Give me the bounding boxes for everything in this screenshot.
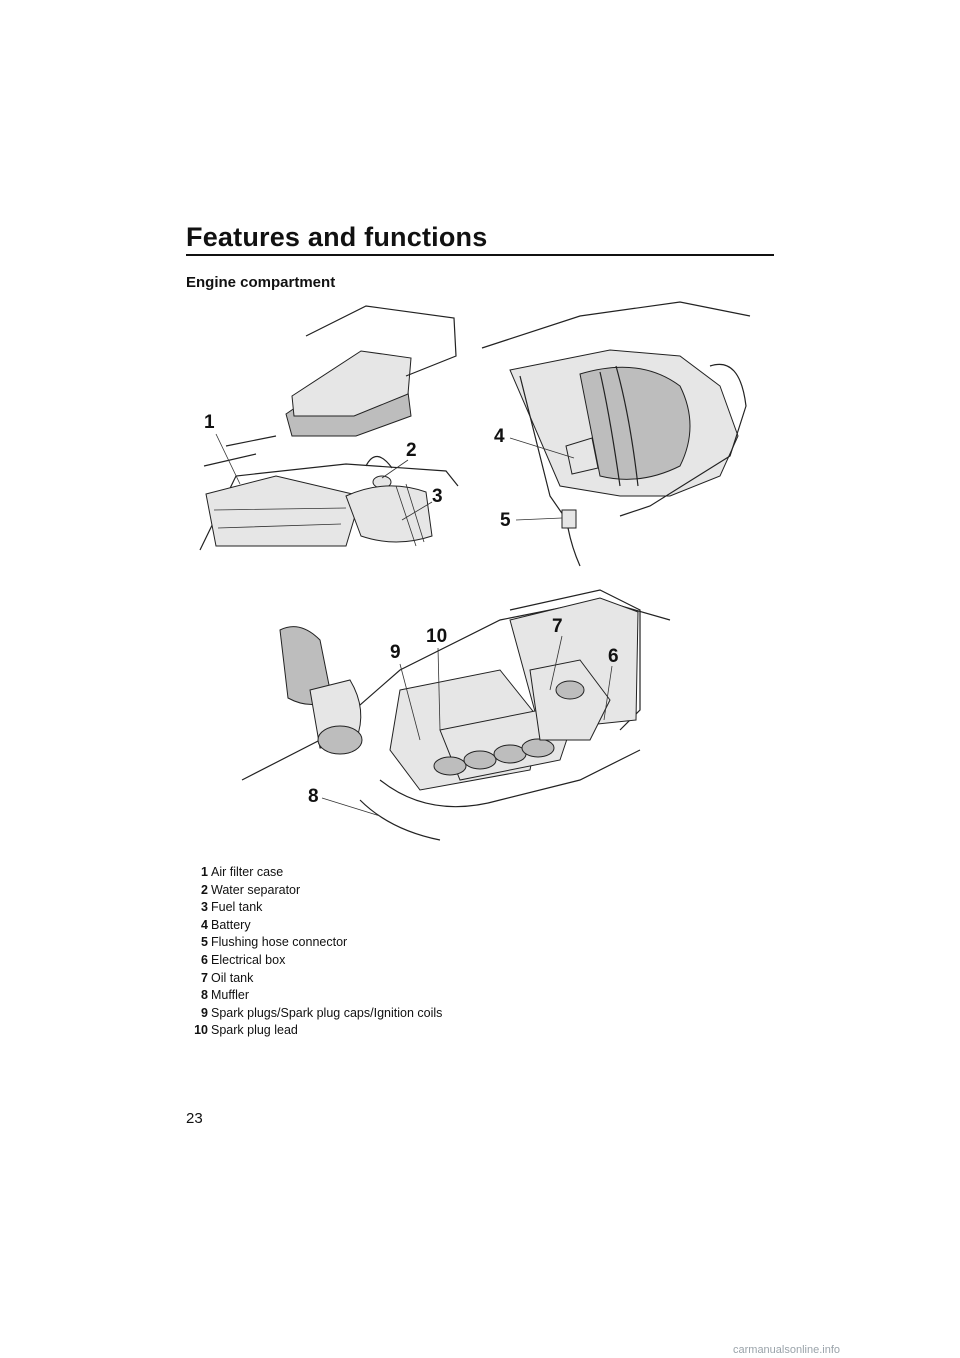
legend-number: 10 xyxy=(194,1023,208,1038)
legend-label: Oil tank xyxy=(211,970,254,985)
header-rule xyxy=(186,254,774,256)
legend-label: Electrical box xyxy=(211,952,286,967)
callout-10: 10 xyxy=(426,626,447,647)
legend-number: 6 xyxy=(201,952,208,967)
illustration-battery-flushing-hose: 4 5 xyxy=(480,296,756,570)
legend-number: 7 xyxy=(201,970,208,985)
section-title: Engine compartment xyxy=(186,274,336,291)
legend-number: 9 xyxy=(201,1005,208,1020)
callout-7: 7 xyxy=(552,616,563,637)
legend-label: Spark plug lead xyxy=(211,1023,298,1038)
legend-number: 8 xyxy=(201,988,208,1003)
legend-label: Battery xyxy=(211,917,251,932)
callout-2: 2 xyxy=(406,440,417,461)
watermark-link[interactable]: carmanualsonline.info xyxy=(733,1344,841,1356)
legend-number: 5 xyxy=(201,935,208,950)
legend-number: 3 xyxy=(201,900,208,915)
callout-9: 9 xyxy=(390,642,401,663)
page-header-title: Features and functions xyxy=(186,222,488,252)
callout-3: 3 xyxy=(432,486,443,507)
page-number: 23 xyxy=(186,1110,203,1127)
legend-label: Water separator xyxy=(211,882,301,897)
legend-number: 4 xyxy=(201,917,208,932)
callout-8: 8 xyxy=(308,786,319,807)
illustration-air-filter-fuel-tank: 1 2 3 xyxy=(196,296,462,558)
callout-6: 6 xyxy=(608,646,619,667)
illustration-engine-bay: 7 6 10 9 8 xyxy=(240,580,680,848)
callout-1: 1 xyxy=(204,412,215,433)
legend-number: 2 xyxy=(201,882,208,897)
callout-4: 4 xyxy=(494,426,505,447)
callout-5: 5 xyxy=(500,510,511,531)
legend-label: Spark plugs/Spark plug caps/Ignition coi… xyxy=(211,1005,443,1020)
legend-label: Air filter case xyxy=(211,865,284,879)
legend-number: 1 xyxy=(201,865,208,879)
legend-label: Muffler xyxy=(211,988,249,1003)
legend-label: Flushing hose connector xyxy=(211,935,348,950)
legend-label: Fuel tank xyxy=(211,900,263,915)
